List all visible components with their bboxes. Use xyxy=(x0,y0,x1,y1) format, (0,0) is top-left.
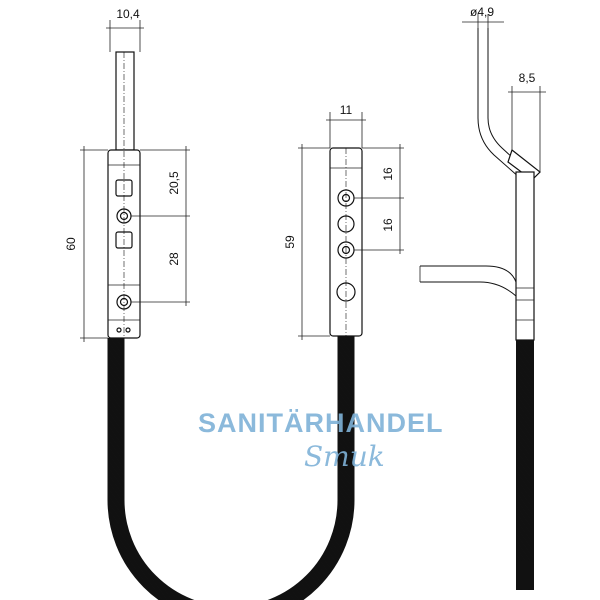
dim-left-upper-spacing: 20,5 xyxy=(167,171,181,195)
dim-middle-height: 59 xyxy=(283,235,297,249)
watermark-logo: SANITÄRHANDEL Smuk xyxy=(198,408,444,473)
middle-view: 11 59 16 16 xyxy=(283,103,404,340)
watermark-script-line: Smuk xyxy=(304,440,385,473)
dim-left-lower-spacing: 28 xyxy=(167,252,181,266)
dim-left-rod-width: 10,4 xyxy=(116,7,140,21)
dim-middle-spacing-2: 16 xyxy=(381,218,395,232)
dim-side-diameter: ø4,9 xyxy=(470,5,494,19)
side-body xyxy=(515,171,535,341)
dim-middle-width: 11 xyxy=(340,103,353,117)
left-view: 10,4 60 20,5 28 xyxy=(64,7,190,342)
flexible-hose xyxy=(107,336,355,600)
watermark-brand-line: SANITÄRHANDEL xyxy=(198,408,444,438)
left-rod xyxy=(115,51,135,151)
dim-left-overall-height: 60 xyxy=(64,237,78,251)
side-view: ø4,9 8,5 xyxy=(419,5,546,590)
dim-middle-spacing-1: 16 xyxy=(381,167,395,181)
dim-side-offset: 8,5 xyxy=(519,71,536,85)
